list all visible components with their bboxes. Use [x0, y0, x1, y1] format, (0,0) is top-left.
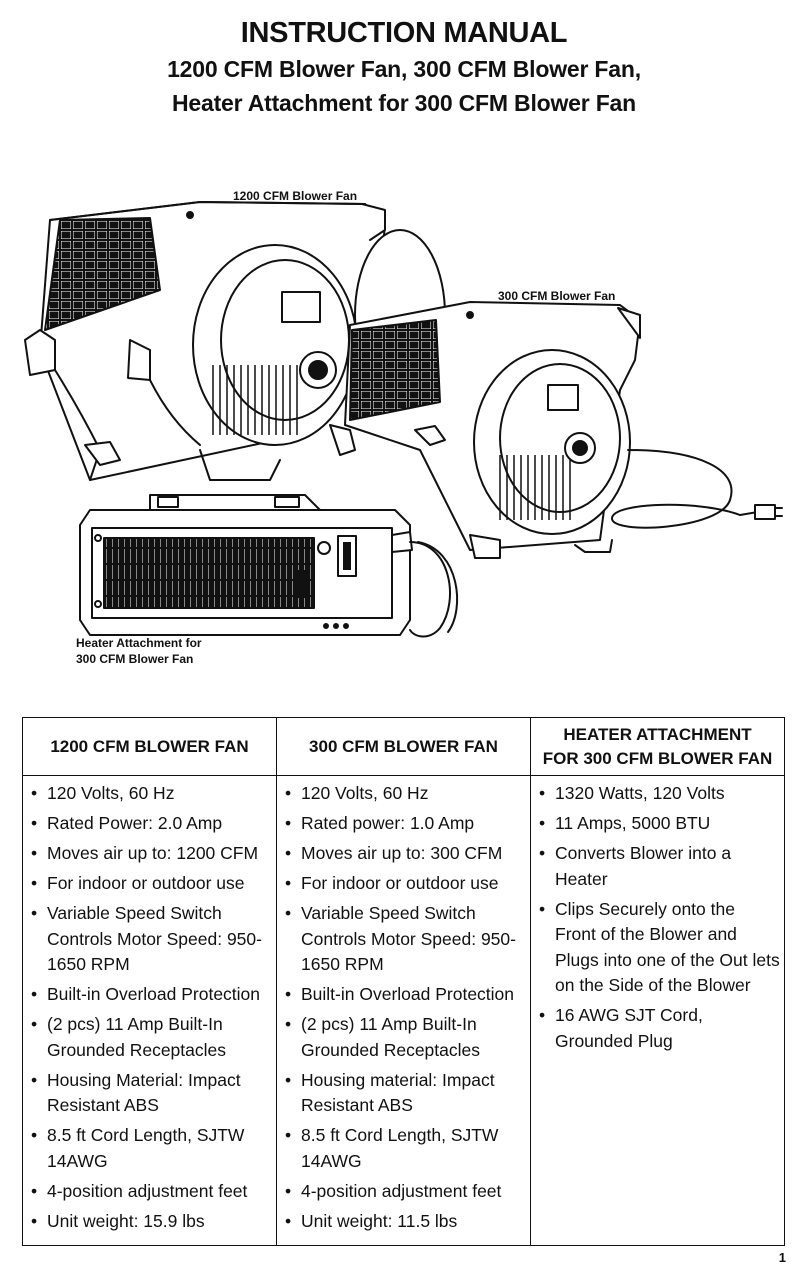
- title-block: INSTRUCTION MANUAL 1200 CFM Blower Fan, …: [0, 14, 808, 120]
- list-item: Moves air up to: 300 CFM: [283, 841, 526, 867]
- list-item: Rated power: 1.0 Amp: [283, 811, 526, 837]
- list-item: 120 Volts, 60 Hz: [29, 781, 272, 807]
- header-1200-line-1: 1200 CFM BLOWER FAN: [50, 736, 249, 756]
- specs-heater-cell: 1320 Watts, 120 Volts 11 Amps, 5000 BTU …: [530, 775, 785, 1246]
- list-item: 8.5 ft Cord Length, SJTW 14AWG: [29, 1123, 272, 1174]
- list-item: 11 Amps, 5000 BTU: [537, 811, 780, 837]
- specs-300-list: 120 Volts, 60 Hz Rated power: 1.0 Amp Mo…: [283, 781, 526, 1234]
- list-item: Unit weight: 11.5 lbs: [283, 1209, 526, 1235]
- specifications-header-row: 1200 CFM BLOWER FAN 300 CFM BLOWER FAN H…: [22, 717, 785, 776]
- list-item: 4-position adjustment feet: [283, 1179, 526, 1205]
- header-heater-line-1: HEATER ATTACHMENT: [563, 724, 752, 744]
- specs-heater-list: 1320 Watts, 120 Volts 11 Amps, 5000 BTU …: [537, 781, 780, 1054]
- list-item: 4-position adjustment feet: [29, 1179, 272, 1205]
- list-item: Built-in Overload Protection: [29, 982, 272, 1008]
- specifications-table: 1200 CFM BLOWER FAN 300 CFM BLOWER FAN H…: [22, 717, 785, 1246]
- list-item: For indoor or outdoor use: [29, 871, 272, 897]
- page-number: 1: [778, 1250, 786, 1265]
- list-item: 8.5 ft Cord Length, SJTW 14AWG: [283, 1123, 526, 1174]
- list-item: For indoor or outdoor use: [283, 871, 526, 897]
- heater-attachment-drawing: [79, 494, 459, 638]
- specs-300-blower-cell: 120 Volts, 60 Hz Rated power: 1.0 Amp Mo…: [276, 775, 531, 1246]
- list-item: Built-in Overload Protection: [283, 982, 526, 1008]
- manual-subtitle-line-1: 1200 CFM Blower Fan, 300 CFM Blower Fan,: [167, 56, 641, 82]
- callout-heater-attachment: Heater Attachment for 300 CFM Blower Fan: [76, 635, 202, 667]
- list-item: Clips Securely onto the Front of the Blo…: [537, 897, 780, 999]
- callout-heater-line-1: Heater Attachment for: [76, 636, 202, 650]
- manual-subtitle-line-2: Heater Attachment for 300 CFM Blower Fan: [171, 90, 637, 116]
- product-line-drawing: [24, 201, 783, 638]
- header-1200-blower: 1200 CFM BLOWER FAN: [22, 717, 277, 776]
- header-heater-line-2: FOR 300 CFM BLOWER FAN: [542, 748, 773, 768]
- header-300-blower: 300 CFM BLOWER FAN: [276, 717, 531, 776]
- list-item: Housing Material: Impact Resistant ABS: [29, 1068, 272, 1119]
- list-item: Unit weight: 15.9 lbs: [29, 1209, 272, 1235]
- callout-1200-blower: 1200 CFM Blower Fan: [233, 189, 358, 203]
- list-item: 1320 Watts, 120 Volts: [537, 781, 780, 807]
- list-item: Variable Speed Switch Controls Motor Spe…: [283, 901, 526, 978]
- list-item: (2 pcs) 11 Amp Built-In Grounded Recepta…: [29, 1012, 272, 1063]
- header-heater-attachment: HEATER ATTACHMENT FOR 300 CFM BLOWER FAN: [530, 717, 785, 776]
- callout-heater-line-2: 300 CFM Blower Fan: [76, 652, 194, 666]
- list-item: Converts Blower into a Heater: [537, 841, 780, 892]
- specs-1200-blower-cell: 120 Volts, 60 Hz Rated Power: 2.0 Amp Mo…: [22, 775, 277, 1246]
- header-300-line-1: 300 CFM BLOWER FAN: [309, 736, 498, 756]
- callout-300-blower: 300 CFM Blower Fan: [498, 289, 616, 303]
- list-item: (2 pcs) 11 Amp Built-In Grounded Recepta…: [283, 1012, 526, 1063]
- manual-title: INSTRUCTION MANUAL: [240, 17, 568, 49]
- specifications-body-row: 120 Volts, 60 Hz Rated Power: 2.0 Amp Mo…: [22, 775, 785, 1246]
- product-illustration: 1200 CFM Blower Fan 300 CFM Blower Fan H…: [0, 180, 808, 680]
- list-item: 16 AWG SJT Cord, Grounded Plug: [537, 1003, 780, 1054]
- list-item: Rated Power: 2.0 Amp: [29, 811, 272, 837]
- list-item: Housing material: Impact Resistant ABS: [283, 1068, 526, 1119]
- list-item: Variable Speed Switch Controls Motor Spe…: [29, 901, 272, 978]
- blower-300-drawing: [344, 301, 783, 559]
- list-item: 120 Volts, 60 Hz: [283, 781, 526, 807]
- specs-1200-list: 120 Volts, 60 Hz Rated Power: 2.0 Amp Mo…: [29, 781, 272, 1234]
- list-item: Moves air up to: 1200 CFM: [29, 841, 272, 867]
